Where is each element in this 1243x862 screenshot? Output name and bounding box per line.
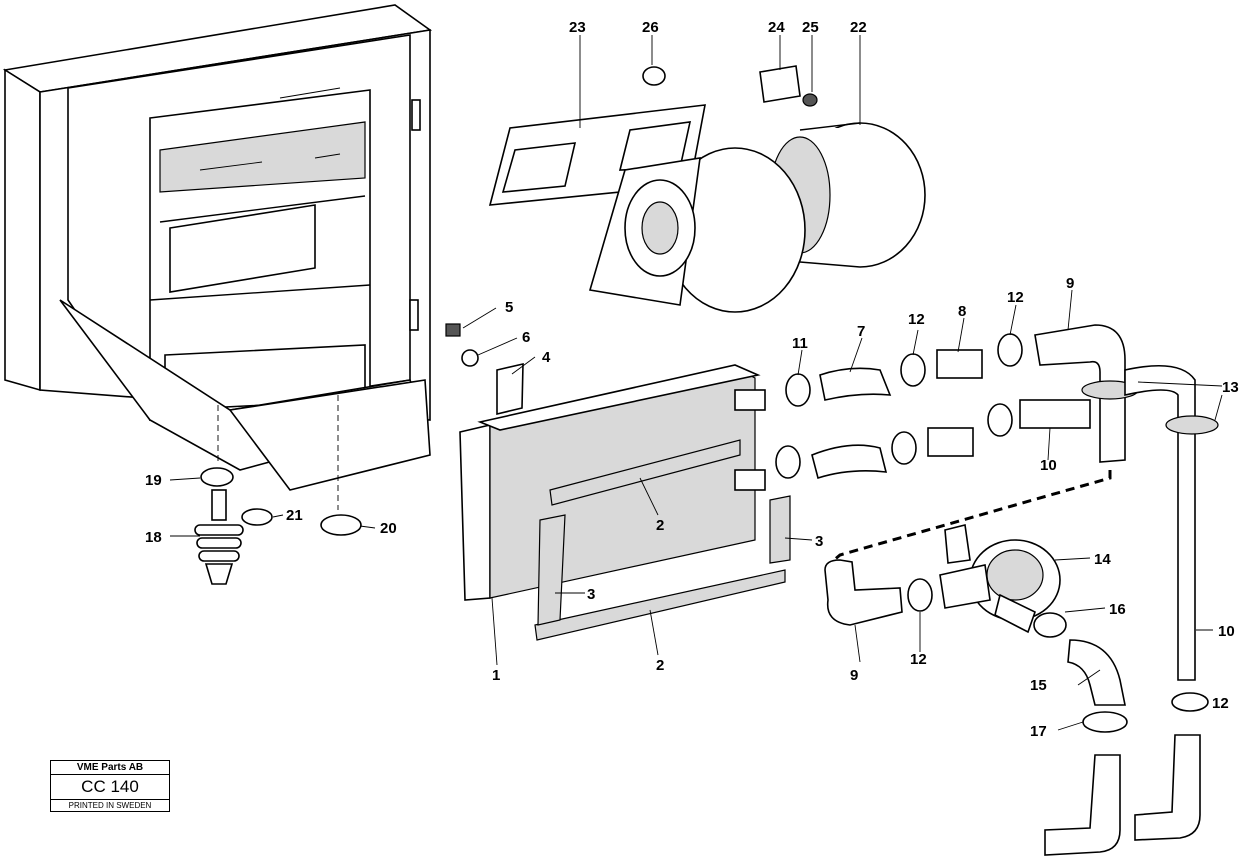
callout-23: 23 [569, 19, 586, 36]
callout-8: 8 [958, 303, 966, 320]
callout-14: 14 [1094, 551, 1111, 568]
callout-12: 12 [910, 651, 927, 668]
callout-24: 24 [768, 19, 785, 36]
publisher-stamp: VME Parts AB CC 140 PRINTED IN SWEDEN [50, 760, 170, 812]
callout-11: 11 [792, 335, 808, 352]
callout-18: 18 [145, 529, 162, 546]
callout-20: 20 [380, 520, 397, 537]
heater-housing [2, 4, 433, 510]
callout-10: 10 [1040, 457, 1057, 474]
callout-7: 7 [857, 323, 865, 340]
heater-core [445, 323, 791, 641]
water-valve [939, 524, 1061, 634]
callout-12: 12 [908, 311, 925, 328]
callout-21: 21 [286, 507, 303, 524]
callout-12: 12 [1007, 289, 1024, 306]
callout-17: 17 [1030, 723, 1047, 740]
stamp-code: CC 140 [51, 775, 169, 800]
stamp-company: VME Parts AB [51, 761, 169, 775]
callout-3: 3 [815, 533, 823, 550]
callout-19: 19 [145, 472, 162, 489]
callout-5: 5 [505, 299, 513, 316]
callout-10: 10 [1218, 623, 1235, 640]
callout-1: 1 [492, 667, 500, 684]
leader-lines [169, 35, 1223, 731]
blower-fan [488, 104, 926, 313]
callout-12: 12 [1212, 695, 1229, 712]
stamp-printed: PRINTED IN SWEDEN [68, 801, 152, 810]
callout-22: 22 [850, 19, 867, 36]
callout-2: 2 [656, 657, 664, 674]
callout-13: 13 [1222, 379, 1239, 396]
callout-9: 9 [1066, 275, 1074, 292]
callout-9: 9 [850, 667, 858, 684]
hoses-and-clamps [775, 324, 1219, 856]
callout-25: 25 [802, 19, 819, 36]
callout-26: 26 [642, 19, 659, 36]
drain-valve [194, 467, 362, 585]
fan-bracket [642, 65, 818, 107]
callout-15: 15 [1030, 677, 1047, 694]
callout-6: 6 [522, 329, 530, 346]
callout-2: 2 [656, 517, 664, 534]
callout-16: 16 [1109, 601, 1126, 618]
callout-3: 3 [587, 586, 595, 603]
callout-4: 4 [542, 349, 551, 366]
callout-labels: 1 2 2 3 3 4 5 6 7 8 9 9 10 10 11 12 12 1… [145, 19, 1239, 740]
